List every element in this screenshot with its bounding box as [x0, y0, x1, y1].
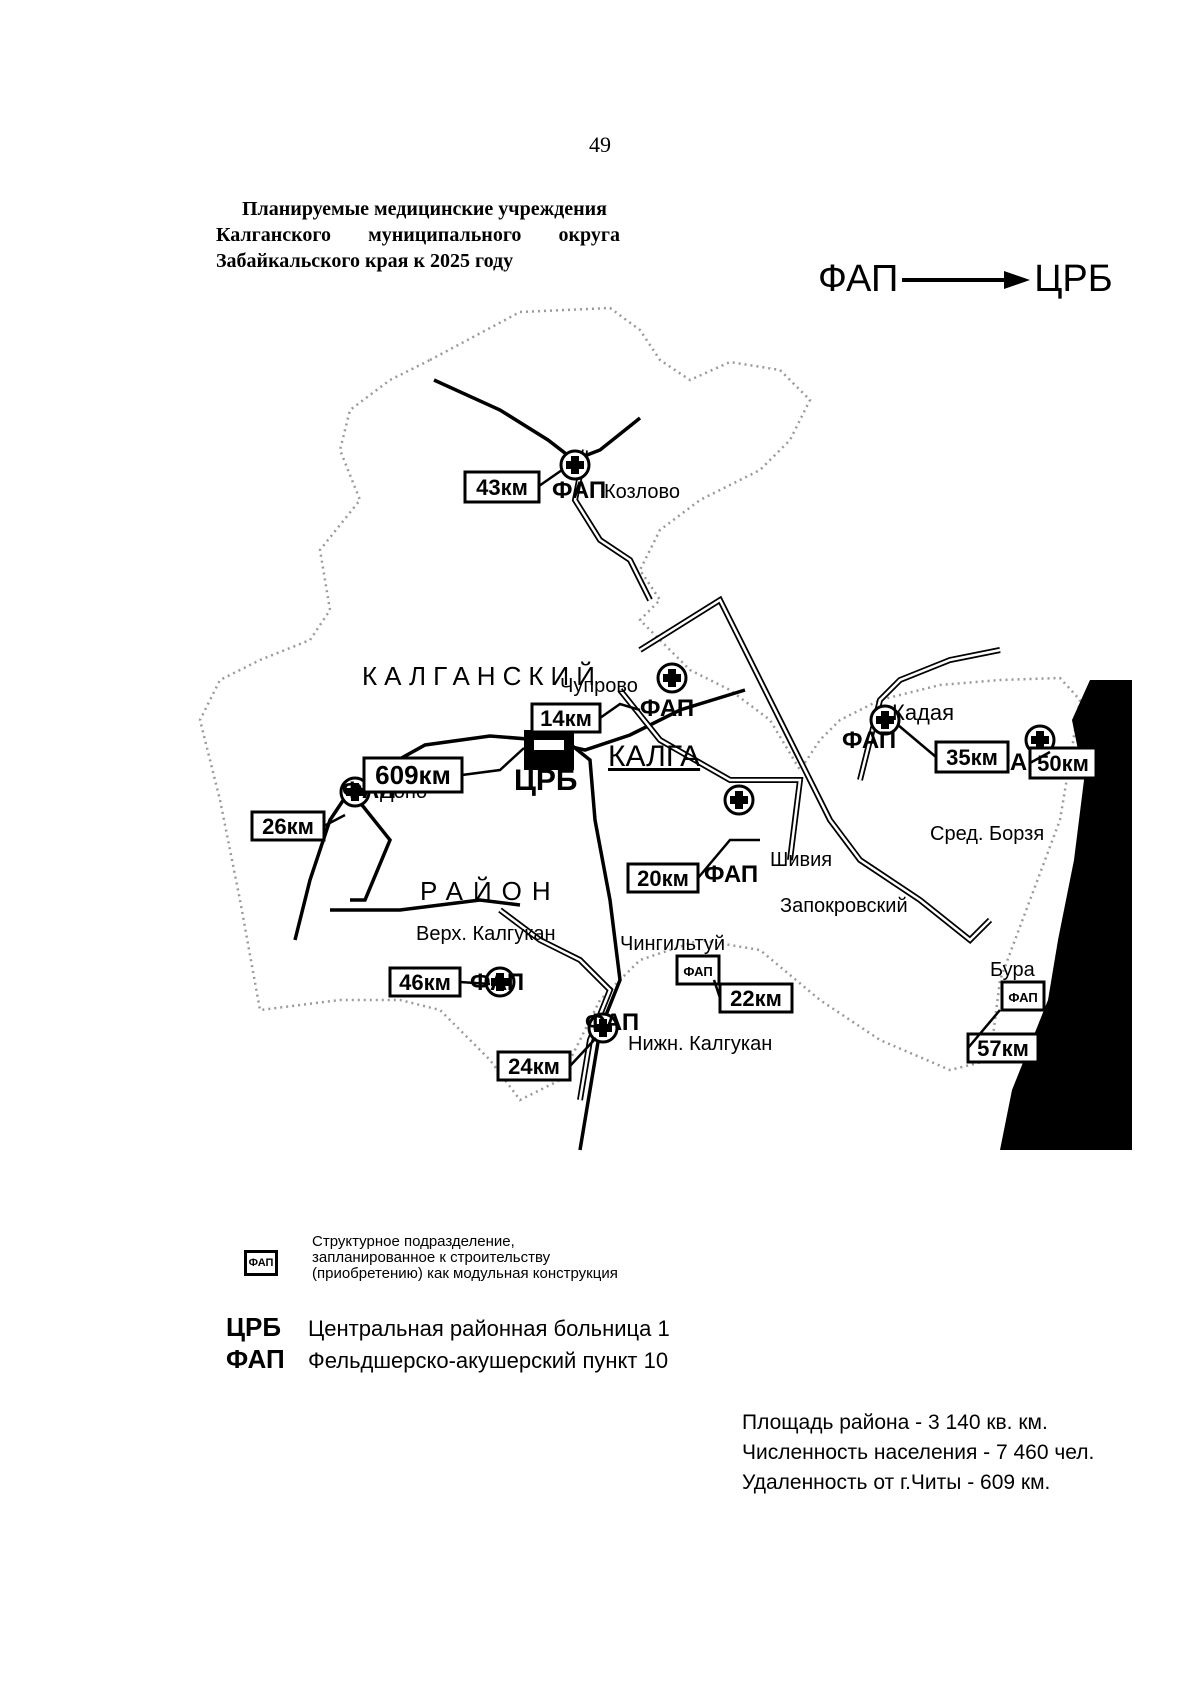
legend-abbr-fap: ФАП: [226, 1344, 285, 1374]
region-label-line-1: КАЛГАНСКИЙ: [362, 661, 602, 691]
district-border: [198, 306, 1082, 1102]
settlement-bura: Бура: [990, 959, 1036, 981]
fap-label-kozlovo: ФАП: [552, 477, 606, 504]
district-map: КАЛГАНСКИЙ РАЙОН ЦРБ КАЛГА ФАП ФАП ФАП Ф…: [198, 306, 1132, 1151]
referral-flow: ФАП ЦРБ: [818, 258, 1113, 301]
fap-markers: [339, 449, 1056, 1044]
hospital-building-icon: [524, 730, 574, 770]
stat-distance: Удаленность от г.Читы - 609 км.: [742, 1471, 1051, 1494]
medical-cross-icon: [484, 966, 516, 998]
distance-label: 43км: [476, 475, 528, 500]
title-word-2: муниципального: [368, 224, 522, 246]
medical-cross-icon: [723, 784, 755, 816]
document-title: Планируемые медицинские учреждения Калга…: [216, 196, 620, 274]
fap-label-chuprovo: ФАП: [640, 695, 694, 722]
medical-cross-icon: [869, 704, 901, 736]
fap-label-kadaya: ФАП: [842, 727, 896, 754]
title-line-3: Забайкальского края к 2025 году: [216, 250, 514, 272]
stat-area: Площадь района - 3 140 кв. км.: [742, 1411, 1048, 1434]
title-word-1: Калганского: [216, 224, 331, 246]
distance-label: 14км: [540, 706, 592, 731]
page-number: 49: [589, 132, 611, 157]
modular-fap-box-label: ФАП: [683, 964, 712, 979]
title-line-1: Планируемые медицинские учреждения: [242, 198, 607, 220]
arrow-right-icon: [902, 270, 1031, 289]
fap-label-nizh-kalgukan: ФАП: [585, 1009, 639, 1036]
settlement-kozlovo: Козлово: [604, 481, 680, 503]
distance-label: 20км: [637, 866, 689, 891]
distance-label: 35км: [946, 745, 998, 770]
settlement-nizh-kalgukan: Нижн. Калгукан: [628, 1033, 772, 1055]
legend-text-fap: Фельдшерско-акушерский пункт 10: [308, 1348, 669, 1373]
settlement-kadaya: Кадая: [892, 700, 954, 725]
distance-label: 46км: [399, 970, 451, 995]
medical-cross-icon: [587, 1012, 619, 1044]
distance-label: 24км: [508, 1054, 560, 1079]
modular-fap-box-label: ФАП: [1008, 990, 1037, 1005]
roads: [293, 378, 746, 1151]
title-line-2: Калганского муниципального округа: [216, 222, 620, 248]
distance-label: 22км: [730, 986, 782, 1011]
east-border-band: [1000, 680, 1132, 1150]
region-label-line-2: РАЙОН: [420, 876, 561, 906]
settlement-shiviya: Шивия: [770, 849, 832, 871]
legend-modular-fap-icon: ФАП: [244, 1250, 278, 1276]
settlements: Козлово Чупрово Кадая Сред. Борзя Шивия …: [380, 481, 1044, 1055]
modular-fap-box: ФАП: [675, 954, 721, 986]
settlement-verkh-kalgukan: Верх. Калгукан: [416, 923, 556, 945]
legend-modular-line-2: запланированное к строительству: [312, 1249, 551, 1266]
legend-modular-line-1: Структурное подразделение,: [312, 1233, 515, 1250]
medical-cross-icon: [559, 449, 591, 481]
legend-modular-description: Структурное подразделение, запланированн…: [312, 1234, 712, 1282]
legend-row-crb: ЦРБ Центральная районная больница 1: [226, 1312, 670, 1343]
legend-row-fap: ФАП Фельдшерско-акушерский пункт 10: [226, 1344, 668, 1375]
center-crb-label: ЦРБ: [514, 764, 578, 797]
flow-to: ЦРБ: [1034, 258, 1113, 300]
legend-text-crb: Центральная районная больница 1: [308, 1316, 670, 1341]
stat-population: Численность населения - 7 460 чел.: [742, 1441, 1095, 1464]
distance-label: 26км: [262, 814, 314, 839]
settlement-chingiltuy: Чингильтуй: [620, 933, 725, 955]
settlement-zapokrovsky: Запокровский: [780, 895, 908, 917]
settlement-chuprovo: Чупрово: [560, 675, 638, 697]
distance-label: 57км: [977, 1036, 1029, 1061]
flow-from: ФАП: [818, 258, 899, 300]
legend-abbr-crb: ЦРБ: [226, 1312, 282, 1342]
district-stats: Площадь района - 3 140 кв. км. Численнос…: [742, 1408, 1094, 1498]
center-name: КАЛГА: [608, 740, 700, 773]
modular-fap-box: ФАП: [1000, 980, 1046, 1012]
title-word-3: округа: [558, 224, 620, 246]
medical-cross-icon: [656, 662, 688, 694]
distance-labels: 43км 14км 609км 26км 35км 50км 20км 46км…: [250, 470, 1098, 1082]
fap-label-shiviya: ФАП: [704, 861, 758, 888]
settlement-sred-borzya: Сред. Борзя: [930, 823, 1044, 845]
legend-modular-line-3: (приобретению) как модульная конструкция: [312, 1265, 618, 1282]
leader-lines: [323, 468, 1051, 1067]
distance-label: 609км: [375, 760, 451, 790]
